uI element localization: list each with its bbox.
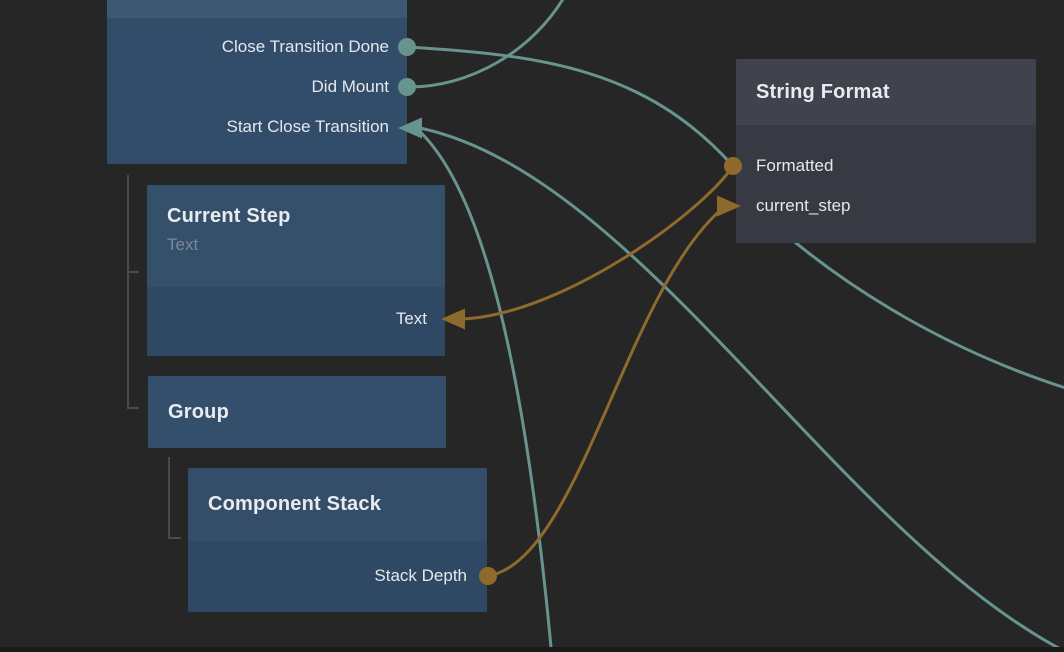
node-current-step-ports: Text [147,287,445,356]
node-component-stack-ports: Stack Depth [188,541,487,612]
node-title: Group [168,400,229,423]
node-string-format[interactable]: String Format Formatted current_step [736,59,1036,243]
connection-close-transition-done-to-string-format[interactable] [405,45,735,168]
node-group[interactable]: Group [148,376,446,448]
connection-stack-depth-to-current-step[interactable] [486,205,726,578]
node-subtitle: Text [167,235,199,254]
port-current-step[interactable]: current_step [736,186,1036,226]
connection-did-mount-offscreen-top[interactable] [405,0,566,89]
port-label: Start Close Transition [226,117,389,136]
port-label: Did Mount [311,77,389,96]
port-label: Stack Depth [374,566,467,585]
node-string-format-header: String Format [736,59,1036,125]
hierarchy-line-parent-to-group [127,175,139,409]
port-text[interactable]: Text [147,299,445,339]
port-formatted[interactable]: Formatted [736,146,1036,186]
node-visual-states-ports: Close Transition Done Did Mount Start Cl… [107,18,407,164]
hierarchy-line-group-to-component-stack [168,457,181,539]
connection-behind-string-format-offscreen-right[interactable] [776,226,1064,390]
port-label: Close Transition Done [221,37,389,56]
port-stack-depth[interactable]: Stack Depth [188,556,487,596]
port-label: Text [395,309,427,328]
node-title: Current Step [167,205,291,227]
port-start-close-transition[interactable]: Start Close Transition [107,107,407,147]
canvas-bottom-edge [0,647,1064,652]
node-title: String Format [756,80,890,103]
node-component-stack[interactable]: Component Stack Stack Depth [188,468,487,612]
node-current-step[interactable]: Current Step Text Text [147,185,445,356]
node-visual-states[interactable]: Close Transition Done Did Mount Start Cl… [107,0,407,164]
port-did-mount[interactable]: Did Mount [107,67,407,107]
port-close-transition-done[interactable]: Close Transition Done [107,27,407,67]
node-string-format-ports: Formatted current_step [736,125,1036,243]
node-current-step-header: Current Step Text [147,185,445,287]
node-title: Component Stack [208,493,382,515]
port-label: current_step [756,196,851,215]
node-visual-states-header [107,0,407,18]
connection-formatted-to-text[interactable] [460,164,735,321]
node-component-stack-header: Component Stack [188,468,487,541]
port-label: Formatted [756,156,834,175]
